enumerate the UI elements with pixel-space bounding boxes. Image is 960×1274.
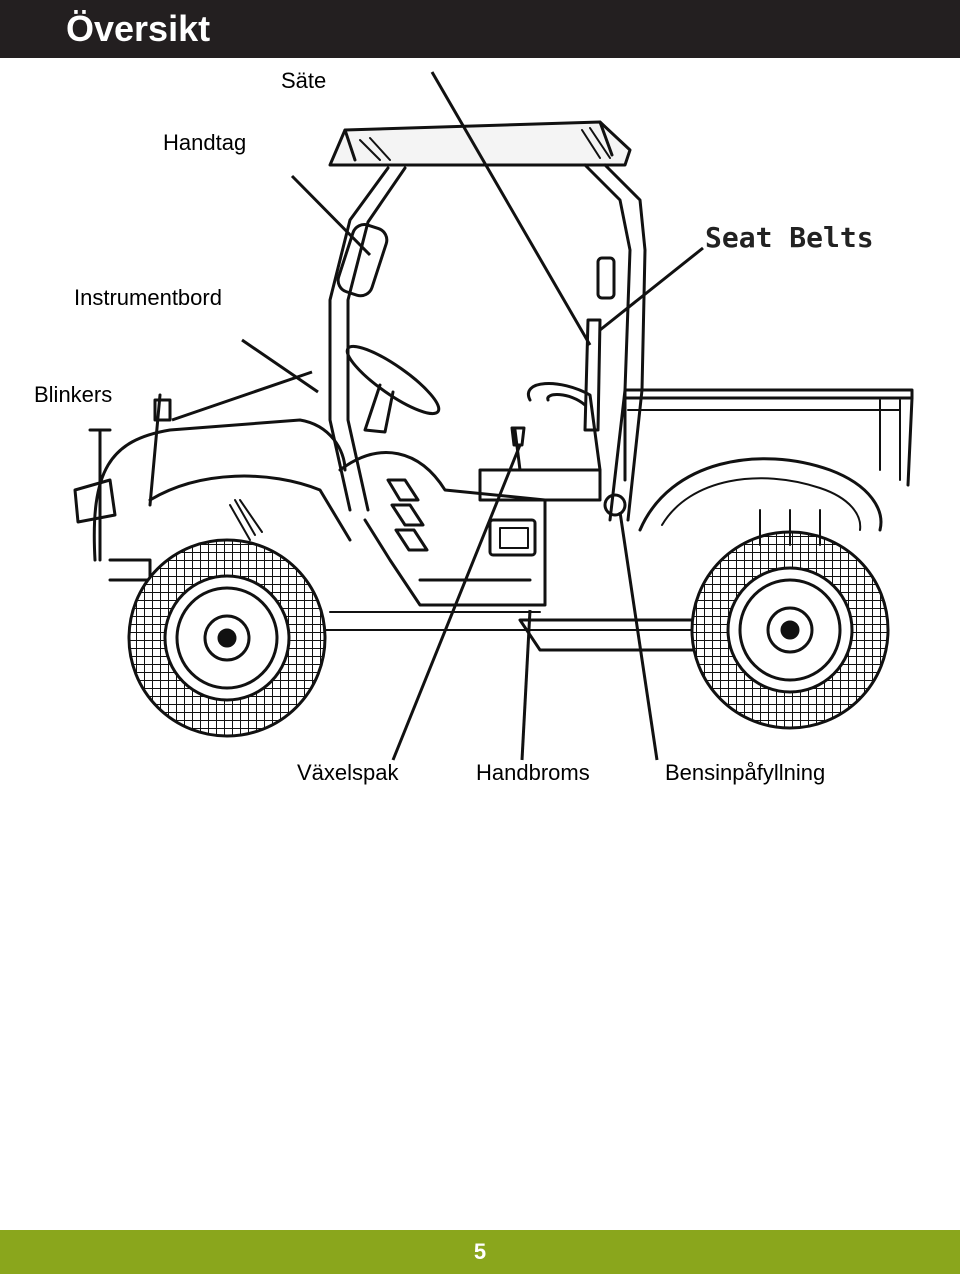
frame bbox=[299, 493, 702, 652]
front-body bbox=[73, 393, 352, 582]
leader-seat-belts bbox=[599, 246, 704, 332]
page-number: 5 bbox=[473, 1239, 487, 1264]
callout-leaders bbox=[171, 71, 704, 761]
rear-fender bbox=[638, 457, 883, 532]
front-wheel bbox=[127, 538, 327, 738]
suspension bbox=[229, 499, 821, 546]
side-panel bbox=[338, 451, 547, 607]
page-title: Översikt bbox=[66, 8, 211, 49]
leader-indicators bbox=[171, 370, 313, 422]
vehicle-diagram bbox=[73, 71, 914, 761]
roll-cage bbox=[328, 163, 647, 522]
label-dashboard: Instrumentbord bbox=[74, 285, 222, 310]
label-gear-lever: Växelspak bbox=[297, 760, 399, 785]
label-handle: Handtag bbox=[163, 130, 247, 155]
leader-dashboard bbox=[241, 338, 319, 394]
footer-bar: 5 bbox=[0, 1230, 960, 1274]
seat bbox=[526, 318, 602, 472]
label-fuel-filler: Bensinpåfyllning bbox=[665, 760, 826, 785]
roof bbox=[328, 120, 632, 167]
leader-handle bbox=[290, 174, 372, 257]
header-bar: Översikt bbox=[0, 0, 960, 58]
leader-seat bbox=[430, 71, 592, 346]
cargo-bed bbox=[623, 388, 914, 487]
label-handbrake: Handbroms bbox=[476, 760, 590, 785]
leader-gear-lever bbox=[391, 444, 522, 761]
label-indicators: Blinkers bbox=[34, 382, 113, 407]
leader-fuel-filler bbox=[618, 511, 659, 761]
label-seat-belts: Seat Belts bbox=[705, 221, 874, 254]
console bbox=[478, 426, 602, 502]
leader-handbrake bbox=[520, 609, 532, 761]
steering-wheel bbox=[345, 344, 441, 434]
label-seat: Säte bbox=[281, 68, 327, 93]
rear-wheel bbox=[690, 530, 890, 730]
